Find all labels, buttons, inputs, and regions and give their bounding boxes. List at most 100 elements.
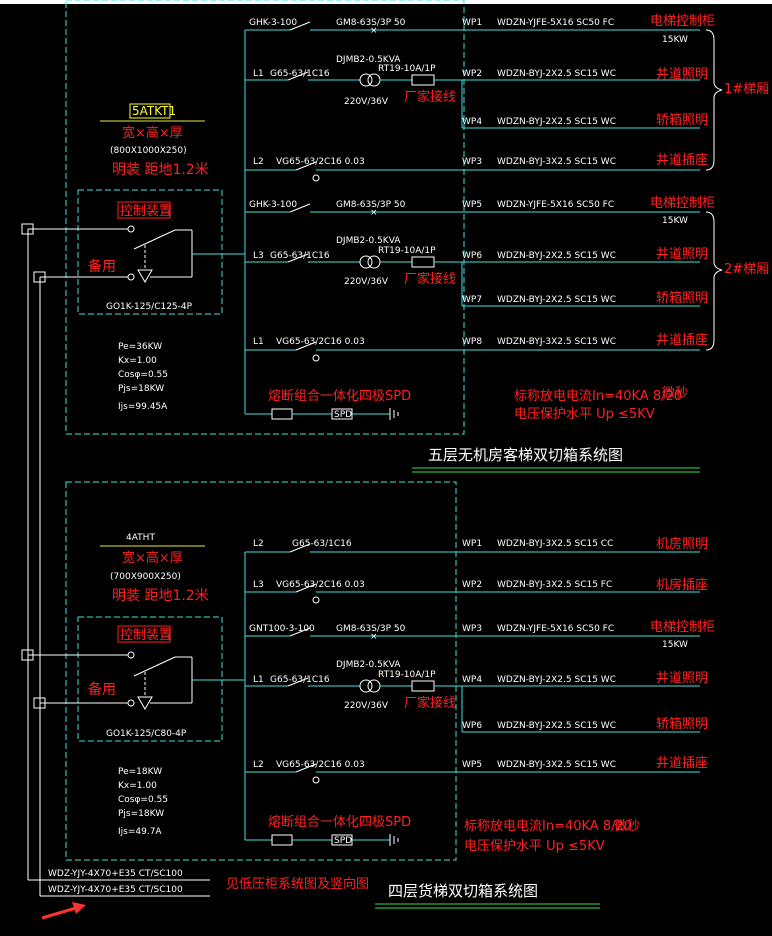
top-wp6-voltage: 220V/36V xyxy=(344,277,389,287)
arrow-icon xyxy=(41,902,86,920)
top-panel-dashed-border xyxy=(65,0,465,435)
bottom-rating1: 标称放电电流In=40KA 8/20 xyxy=(464,819,632,834)
top-wp2-factory: 厂家接线 xyxy=(404,89,456,105)
svg-text:L2: L2 xyxy=(253,760,264,770)
top-wp5-id: WP5 xyxy=(462,200,482,210)
top-param-ijs: Ijs=99.45A xyxy=(118,402,168,412)
bottom-spd[interactable]: SPD 熔断组合一体化四极SPD xyxy=(245,815,411,846)
feeder-line1-label: WDZ-YJY-4X70+E35 CT/SC100 xyxy=(48,869,183,879)
top-wp2-fuse: RT19-10A/1P xyxy=(378,64,436,74)
svg-text:×: × xyxy=(370,208,378,218)
bottom-param-pjs: Pjs=18KW xyxy=(118,809,164,819)
top-wp5-breaker: GM8-63S/3P 50 xyxy=(336,200,406,210)
top-wp2-voltage: 220V/36V xyxy=(344,97,389,107)
bottom-circuit-wp1[interactable]: L2 G65-63/1C16 WP1 WDZN-BYJ-3X2.5 SC15 C… xyxy=(245,536,708,553)
top-circuit-wp1[interactable]: × GHK-3-100 GM8-63S/3P 50 WP1 WDZN-YJFE-… xyxy=(245,14,715,45)
top-panel-size-label: 宽×高×厚 xyxy=(122,125,183,141)
bottom-param-kx: Kx=1.00 xyxy=(118,781,157,791)
top-circuit-wp8[interactable]: L1 VG65-63/2C16 0.03 WP8 WDZN-BYJ-3X2.5 … xyxy=(245,333,708,362)
bottom-wp4-load: 井道照明 xyxy=(656,671,708,686)
bottom-wp4-fuse: RT19-10A/1P xyxy=(378,670,436,680)
top-circuit-wp6[interactable]: L3 G65-63/1C16 DJMB2-0.5KVA 220V/36V RT1… xyxy=(245,236,708,307)
bottom-wp1-load: 机房照明 xyxy=(656,536,708,552)
top-wp1-load: 电梯控制柜 xyxy=(650,14,715,29)
top-control-dashed-box xyxy=(77,189,223,315)
svg-text:L1: L1 xyxy=(253,337,264,347)
bottom-spd-label: 熔断组合一体化四极SPD xyxy=(268,815,411,830)
bottom-circuit-wp3[interactable]: × GNT100-3-100 GM8-63S/3P 50 WP3 WDZN-YJ… xyxy=(245,620,715,650)
bottom-circuit-wp6[interactable]: WP6 WDZN-BYJ-2X2.5 SC15 WC 轿箱照明 xyxy=(462,716,708,732)
top-spd[interactable]: SPD 熔断组合一体化四极SPD xyxy=(245,389,411,420)
top-wp6-breaker: G65-63/1C16 xyxy=(270,251,330,261)
bottom-control-dashed-box xyxy=(77,616,223,742)
bottom-wp5-load: 井道插座 xyxy=(656,756,708,771)
bottom-wp6-load: 轿箱照明 xyxy=(656,716,708,732)
bottom-spare-label: 备用 xyxy=(88,681,116,698)
top-group2-label: 2#梯厢 xyxy=(724,262,769,277)
top-ats-switch[interactable] xyxy=(28,225,245,283)
feeder-line2-label: WDZ-YJY-4X70+E35 CT/SC100 xyxy=(48,885,183,895)
feeder-note: 见低压柜系统图及竖向图 xyxy=(226,876,369,892)
top-wp5-cable: WDZN-YJFE-5X16 SC50 FC xyxy=(497,200,614,210)
bottom-wp4-breaker: G65-63/1C16 xyxy=(270,675,330,685)
top-wp6-cable: WDZN-BYJ-2X2.5 SC15 WC xyxy=(497,251,616,261)
bottom-panel-size-label: 宽×高×厚 xyxy=(122,550,183,566)
top-wp3-id: WP3 xyxy=(462,157,482,167)
svg-text:L1: L1 xyxy=(253,675,264,685)
top-circuit-wp5[interactable]: × GHK-3-100 GM8-63S/3P 50 WP5 WDZN-YJFE-… xyxy=(245,196,715,226)
bottom-rating1b: 微秒 xyxy=(614,819,640,834)
top-wp4-load: 轿箱照明 xyxy=(656,112,708,128)
top-param-pe: Pe=36KW xyxy=(118,342,162,352)
bottom-param-cos: Cosφ=0.55 xyxy=(118,795,168,805)
top-panel-code-box[interactable] xyxy=(129,103,171,119)
bottom-panel-mount: 明装 距地1.2米 xyxy=(112,588,209,604)
top-circuit-wp3[interactable]: L2 VG65-63/2C16 0.03 WP3 WDZN-BYJ-3X2.5 … xyxy=(245,153,708,182)
top-circuit-wp4[interactable]: WP4 WDZN-BYJ-2X2.5 SC15 WC 轿箱照明 xyxy=(462,112,708,128)
top-wp8-cable: WDZN-BYJ-3X2.5 SC15 WC xyxy=(497,337,616,347)
bottom-wp3-id: WP3 xyxy=(462,624,482,634)
bottom-circuit-wp5[interactable]: L2 VG65-63/2C16 0.03 WP5 WDZN-BYJ-3X2.5 … xyxy=(245,756,708,784)
top-wp2-id: WP2 xyxy=(462,69,482,79)
top-wp6-load: 井道照明 xyxy=(656,247,708,262)
bottom-wp4-transformer: DJMB2-0.5KVA xyxy=(336,660,401,670)
bottom-rating2: 电压保护水平 Up ≤5KV xyxy=(464,839,605,854)
bottom-wp4-voltage: 220V/36V xyxy=(344,701,389,711)
top-panel-title: 五层无机房客梯双切箱系统图 xyxy=(428,446,623,464)
top-circuit-wp7[interactable]: WP7 WDZN-BYJ-2X2.5 SC15 WC 轿箱照明 xyxy=(462,290,708,306)
svg-text:×: × xyxy=(370,632,378,642)
bottom-wp5-id: WP5 xyxy=(462,760,482,770)
bottom-panel-dashed-border xyxy=(65,481,457,861)
bottom-panel: 4ATHT 宽×高×厚 (700X900X250) 明装 距地1.2米 控制装置… xyxy=(28,481,715,909)
bottom-wp1-id: WP1 xyxy=(462,539,482,549)
top-wp3-cable: WDZN-BYJ-3X2.5 SC15 WC xyxy=(497,157,616,167)
feeder-lines[interactable]: WDZ-YJY-4X70+E35 CT/SC100 WDZ-YJY-4X70+E… xyxy=(21,223,369,897)
top-wp5-switch: GHK-3-100 xyxy=(249,200,297,210)
top-params: Pe=36KW Kx=1.00 Cosφ=0.55 Pjs=18KW Ijs=9… xyxy=(118,342,168,412)
top-group1-label: 1#梯厢 xyxy=(724,82,769,97)
top-param-kx: Kx=1.00 xyxy=(118,356,157,366)
top-control-label: 控制装置 xyxy=(120,204,172,219)
bottom-wp3-load: 电梯控制柜 xyxy=(650,620,715,635)
bottom-ats-switch[interactable] xyxy=(28,651,245,710)
bottom-wp4-cable: WDZN-BYJ-2X2.5 SC15 WC xyxy=(497,675,616,685)
svg-text:L1: L1 xyxy=(253,69,264,79)
bottom-wp2-load: 机房插座 xyxy=(656,577,708,593)
top-circuit-wp2[interactable]: L1 G65-63/1C16 DJMB2-0.5KVA 220V/36V RT1… xyxy=(245,55,708,129)
top-wp4-cable: WDZN-BYJ-2X2.5 SC15 WC xyxy=(497,117,616,127)
top-panel-mount: 明装 距地1.2米 xyxy=(112,162,209,178)
top-wp2-transformer: DJMB2-0.5KVA xyxy=(336,55,401,65)
top-wp1-cable: WDZN-YJFE-5X16 SC50 FC xyxy=(497,18,614,28)
top-wp7-id: WP7 xyxy=(462,295,482,305)
bottom-circuit-wp4[interactable]: L1 G65-63/1C16 DJMB2-0.5KVA 220V/36V RT1… xyxy=(245,660,708,733)
bottom-param-ijs: Ijs=49.7A xyxy=(118,827,162,837)
bottom-control-label: 控制装置 xyxy=(120,628,172,643)
top-group2-bracket xyxy=(705,211,723,351)
svg-text:L2: L2 xyxy=(253,157,264,167)
bottom-circuit-wp2[interactable]: L3 VG65-63/2C16 0.03 WP2 WDZN-BYJ-3X2.5 … xyxy=(245,577,708,604)
top-wp3-breaker: VG65-63/2C16 0.03 xyxy=(276,157,365,167)
top-rating2: 电压保护水平 Up ≤5KV xyxy=(514,407,655,422)
top-wp1-breaker: GM8-63S/3P 50 xyxy=(336,18,406,28)
bottom-wp5-breaker: VG65-63/2C16 0.03 xyxy=(276,760,365,770)
top-wp1-id: WP1 xyxy=(462,18,482,28)
